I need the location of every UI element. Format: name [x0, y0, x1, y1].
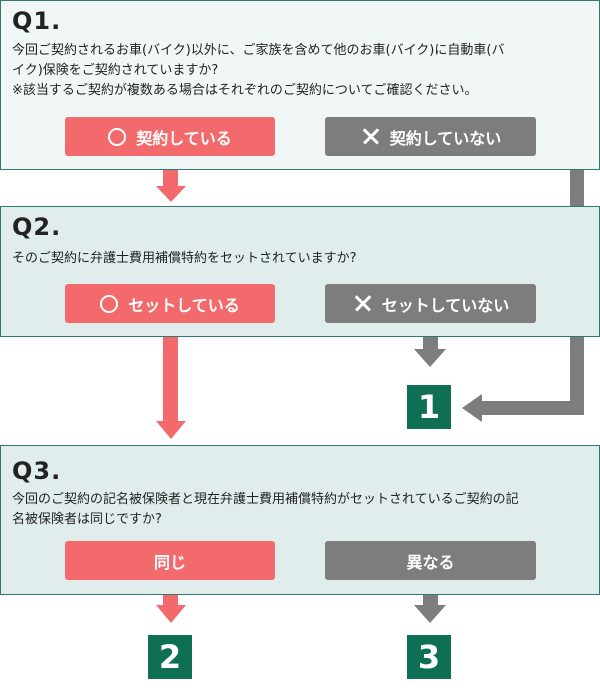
arrow-q2-yes-to-q3	[156, 322, 186, 439]
cross-icon	[352, 293, 374, 315]
question-3-text-line-1: 今回のご契約の記名被保険者と現在弁護士費用補償特約がセットされているご契約の記	[12, 492, 519, 507]
question-3-text-line-2: 名被保険者は同じですか?	[12, 512, 162, 527]
question-1-title: Q1.	[12, 7, 62, 35]
q3-no-label: 異なる	[406, 552, 455, 572]
q1-yes-button[interactable]: 契約している	[65, 117, 275, 156]
q3-no-button[interactable]: 異なる	[325, 541, 536, 580]
q1-no-button[interactable]: 契約していない	[325, 117, 536, 156]
circle-icon	[100, 294, 119, 313]
q2-yes-button[interactable]: セットしている	[65, 284, 275, 323]
question-1-text-line-2: イク)保険をご契約されていますか?	[12, 63, 219, 78]
question-3-title: Q3.	[12, 457, 62, 485]
q2-yes-label: セットしている	[128, 295, 240, 315]
result-3-badge: 3	[407, 635, 451, 679]
q3-yes-button[interactable]: 同じ	[65, 541, 275, 580]
q1-no-label: 契約していない	[389, 128, 502, 148]
q2-no-button[interactable]: セットしていない	[325, 284, 536, 323]
question-2-text-line-1: そのご契約に弁護士費用補償特約をセットされていますか?	[12, 251, 357, 266]
question-2-title: Q2.	[12, 213, 62, 241]
q1-yes-label: 契約している	[136, 128, 232, 148]
result-2-badge: 2	[148, 635, 192, 679]
circle-icon	[108, 127, 127, 146]
q3-yes-label: 同じ	[153, 552, 186, 572]
cross-icon	[360, 126, 382, 148]
question-1-text-line-1: 今回ご契約されるお車(バイク)以外に、ご家族を含めて他のお車(バイク)に自動車(…	[12, 43, 505, 58]
q2-no-label: セットしていない	[381, 295, 510, 315]
question-1-note: ※該当するご契約が複数ある場合はそれぞれのご契約についてご確認ください。	[12, 83, 478, 98]
result-1-badge: 1	[407, 385, 451, 429]
